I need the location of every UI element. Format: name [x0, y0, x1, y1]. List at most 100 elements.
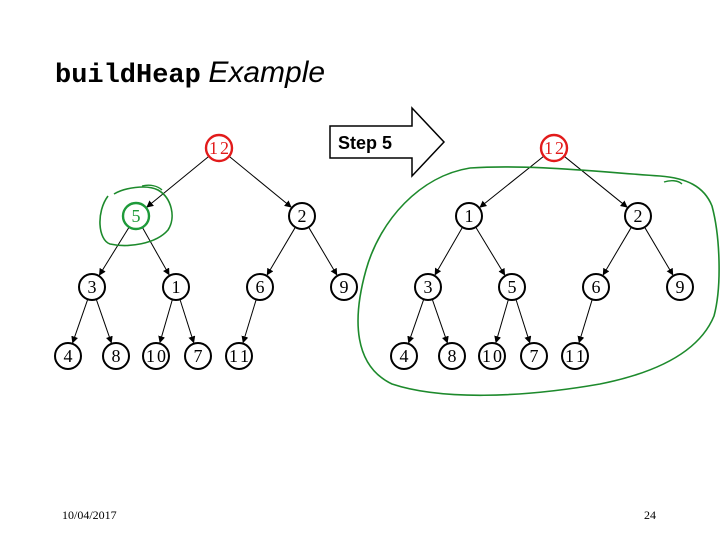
- title-code: buildHeap: [55, 61, 201, 91]
- node-circle: [582, 273, 610, 301]
- node-circle: [561, 342, 589, 370]
- tree-edge: [241, 299, 257, 344]
- heap-node: 6: [582, 273, 610, 301]
- heap-node: 12: [204, 133, 234, 163]
- node-label: 9: [676, 277, 685, 297]
- heap-node: 3: [78, 273, 106, 301]
- tree-edge: [146, 155, 210, 208]
- node-circle: [142, 342, 170, 370]
- node-circle: [246, 273, 274, 301]
- node-circle: [102, 342, 130, 370]
- node-circle: [455, 202, 483, 230]
- heap-node: 6: [246, 273, 274, 301]
- heap-node: 10: [142, 342, 170, 370]
- tree-edge: [158, 299, 173, 344]
- heap-node: 11: [561, 342, 589, 370]
- node-circle: [288, 202, 316, 230]
- heap-node: 1: [162, 273, 190, 301]
- subtree-enclosure-tail: [663, 179, 683, 185]
- node-circle: [204, 133, 234, 163]
- tree-edge: [577, 299, 593, 344]
- node-label: 6: [592, 277, 601, 297]
- node-label: 2: [298, 206, 307, 226]
- tree-edge: [475, 226, 506, 276]
- tree-edge: [71, 299, 89, 344]
- highlight-scribble: [99, 186, 173, 247]
- step-arrow: Step 5: [329, 106, 446, 178]
- node-circle: [498, 273, 526, 301]
- node-circle: [390, 342, 418, 370]
- heap-node: 10: [478, 342, 506, 370]
- node-label: 6: [256, 277, 265, 297]
- node-label: 7: [530, 346, 539, 366]
- step-arrow-label: Step 5: [338, 133, 392, 153]
- node-circle: [54, 342, 82, 370]
- node-circle: [520, 342, 548, 370]
- tree-edge: [563, 155, 628, 208]
- heap-node: 9: [330, 273, 358, 301]
- node-label: 9: [340, 277, 349, 297]
- node-label: 8: [112, 346, 121, 366]
- tree-edge: [602, 226, 632, 276]
- heap-node: 8: [438, 342, 466, 370]
- highlight-scribble-tail: [141, 184, 163, 191]
- heap-node: 2: [288, 202, 316, 230]
- node-circle: [666, 273, 694, 301]
- footer-page-number: 24: [644, 508, 656, 522]
- tree-edge: [434, 227, 463, 276]
- node-label: 1: [172, 277, 181, 297]
- heap-node: 5: [121, 201, 151, 231]
- heap-node: 4: [54, 342, 82, 370]
- title-text: Example: [208, 56, 326, 89]
- node-label: 4: [400, 346, 409, 366]
- heap-node: 4: [390, 342, 418, 370]
- heap-node: 8: [102, 342, 130, 370]
- heap-node: 12: [539, 133, 569, 163]
- heap-tree-before: 12 5 2 3 1 6 9 4 8 10 7 11: [54, 133, 358, 370]
- node-label: 1: [465, 206, 474, 226]
- node-circle: [478, 342, 506, 370]
- tree-edge: [98, 226, 130, 276]
- node-label: 2: [634, 206, 643, 226]
- slide-title: buildHeap Example: [55, 56, 325, 91]
- tree-edge: [308, 226, 338, 276]
- heap-node: 7: [520, 342, 548, 370]
- heap-node: 9: [666, 273, 694, 301]
- node-label: 5: [132, 206, 141, 226]
- node-circle: [225, 342, 253, 370]
- tree-edge: [479, 155, 545, 208]
- node-label: 5: [508, 277, 517, 297]
- node-circle: [539, 133, 569, 163]
- heap-node: 11: [225, 342, 253, 370]
- node-circle: [414, 273, 442, 301]
- heap-node: 5: [498, 273, 526, 301]
- node-circle: [162, 273, 190, 301]
- annotations: [99, 166, 720, 397]
- footer-date: 10/04/2017: [62, 508, 117, 522]
- node-circle: [624, 202, 652, 230]
- tree-edge: [266, 226, 296, 276]
- node-label: 8: [448, 346, 457, 366]
- node-circle: [330, 273, 358, 301]
- heap-node: 2: [624, 202, 652, 230]
- tree-edge: [515, 299, 532, 344]
- node-label: 4: [64, 346, 73, 366]
- tree-edge: [431, 299, 449, 344]
- tree-edge: [407, 299, 425, 344]
- heap-node: 7: [184, 342, 212, 370]
- node-circle: [78, 273, 106, 301]
- tree-edge: [494, 299, 509, 344]
- node-circle: [438, 342, 466, 370]
- node-label: 3: [424, 277, 433, 297]
- subtree-enclosure: [357, 166, 720, 397]
- node-label: 7: [194, 346, 203, 366]
- tree-edge: [644, 226, 674, 276]
- step-arrow-shape: [329, 106, 446, 178]
- node-circle: [184, 342, 212, 370]
- tree-edge: [141, 227, 170, 276]
- heap-node: 3: [414, 273, 442, 301]
- tree-edge: [95, 299, 113, 344]
